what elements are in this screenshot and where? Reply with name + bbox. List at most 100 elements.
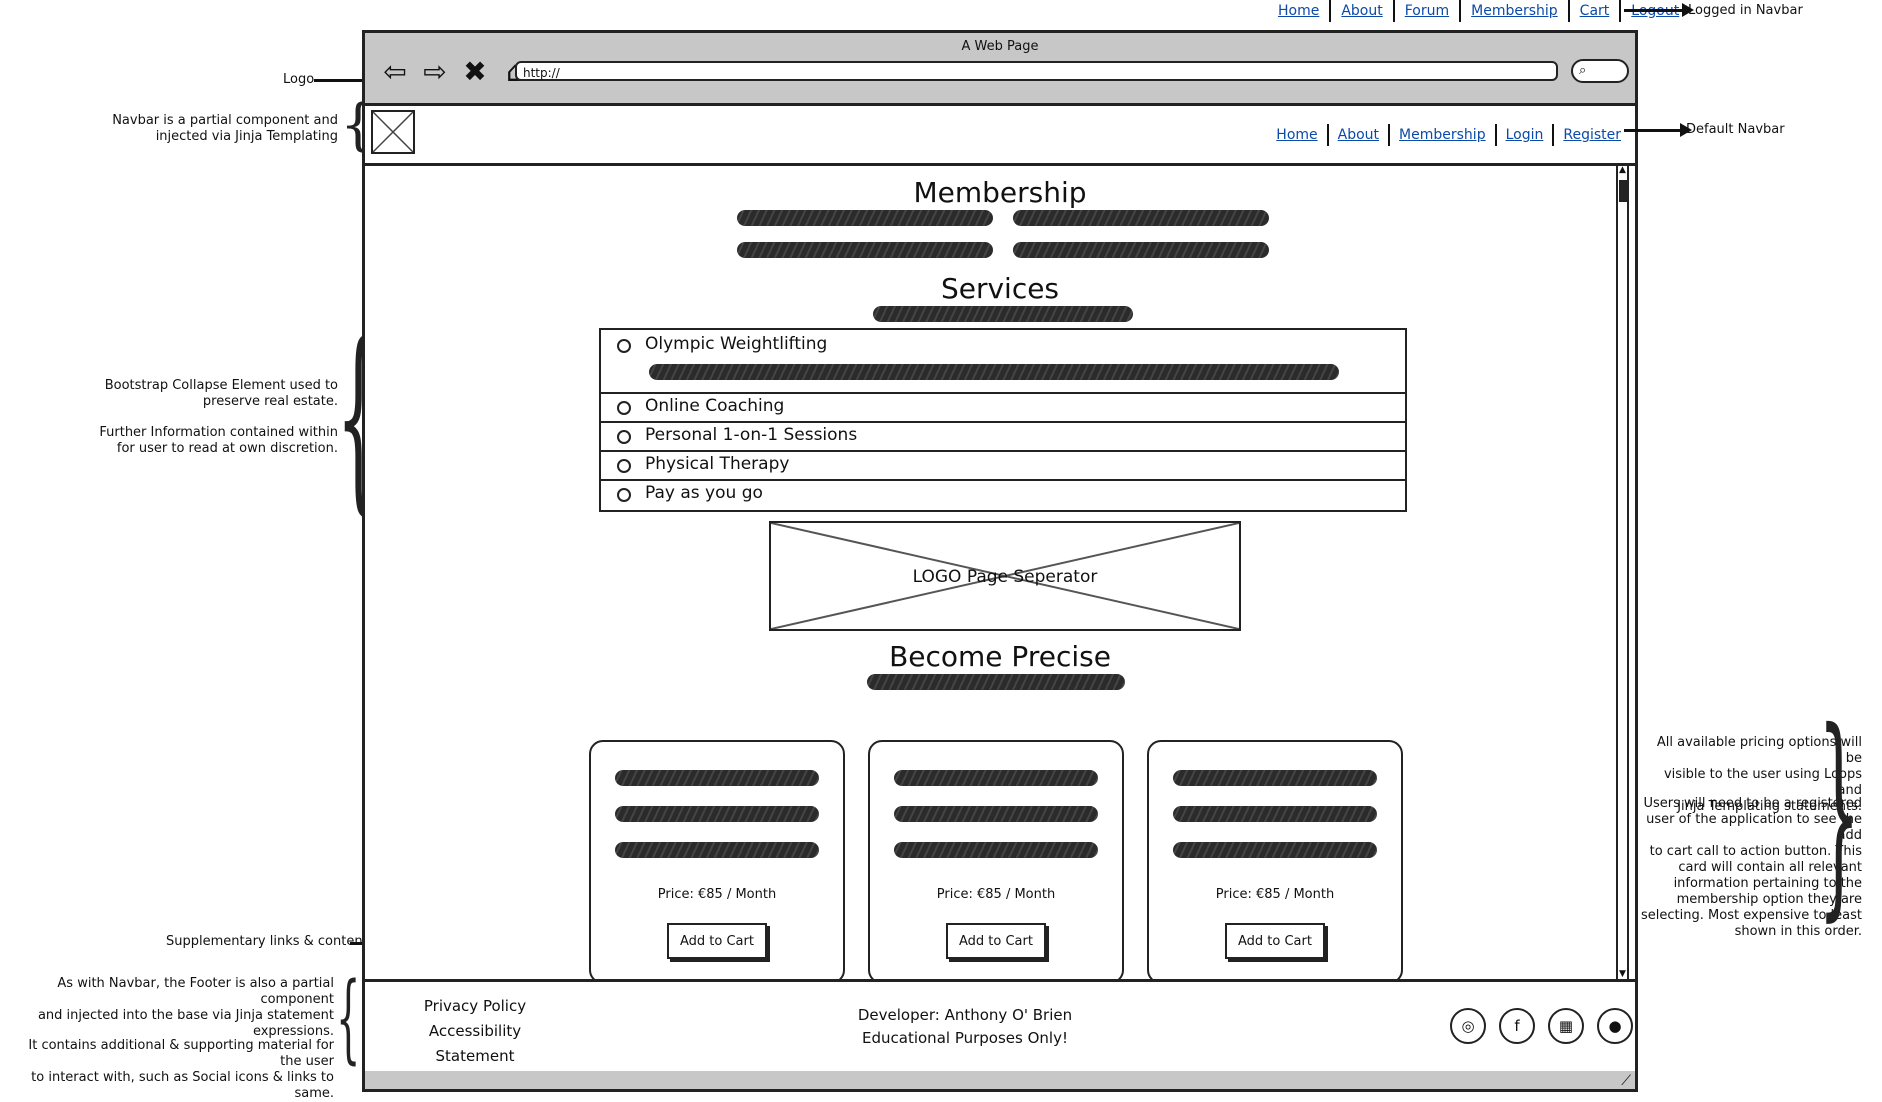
developer-name: Developer: Anthony O' Brien <box>857 1006 1073 1024</box>
service-item[interactable]: Olympic Weightlifting <box>601 330 1405 394</box>
placeholder-text <box>894 842 1098 858</box>
placeholder-text <box>1013 210 1269 226</box>
url-input[interactable]: http:// <box>515 61 1558 81</box>
logo-arrow <box>314 79 392 82</box>
purpose-text: Educational Purposes Only! <box>862 1029 1068 1047</box>
github-icon[interactable]: ● <box>1597 1008 1633 1044</box>
annotation-line: and injected into the base via Jinja sta… <box>37 1008 334 1023</box>
collapse-annotation: Bootstrap Collapse Element used to prese… <box>88 378 338 410</box>
instagram-icon[interactable]: ◎ <box>1450 1008 1486 1044</box>
placeholder-text <box>615 842 819 858</box>
logged-nav-forum-link[interactable]: Forum <box>1404 3 1450 19</box>
annotation-line: Jinja Templating statements. <box>1677 799 1862 814</box>
logged-nav-home-link[interactable]: Home <box>1278 3 1320 19</box>
placeholder-text <box>1013 242 1269 258</box>
annotation-line: for user to read at own discretion. <box>116 441 338 456</box>
annotation-brace: { <box>336 962 361 1074</box>
nav-divider <box>1494 124 1497 146</box>
radio-icon <box>617 488 631 502</box>
logged-nav-cart-link[interactable]: Cart <box>1579 3 1610 19</box>
annotation-line: to interact with, such as Social icons &… <box>31 1070 334 1101</box>
annotation-line: shown in this order. <box>1734 924 1862 939</box>
nav-divider <box>1329 0 1332 22</box>
card-price: Price: €85 / Month <box>657 887 777 902</box>
annotation-arrow <box>1624 9 1686 12</box>
add-to-cart-button[interactable]: Add to Cart <box>667 923 767 959</box>
annotation-arrow <box>1624 129 1684 132</box>
nav-home-link[interactable]: Home <box>1276 127 1318 143</box>
close-icon[interactable]: ✖ <box>463 55 487 88</box>
radio-icon <box>617 401 631 415</box>
annotation-line: As with Navbar, the Footer is also a par… <box>57 976 334 1007</box>
placeholder-text <box>615 806 819 822</box>
placeholder-text <box>649 364 1339 380</box>
browser-controls: ⇦ ⇨ ✖ ⌂ <box>379 55 531 88</box>
annotation-line: visible to the user using Loops and <box>1663 767 1862 798</box>
service-item[interactable]: Pay as you go <box>601 481 1405 508</box>
nav-divider <box>1326 124 1329 146</box>
browser-window: A Web Page ⇦ ⇨ ✖ ⌂ http:// ⌕ Home About … <box>362 30 1638 1092</box>
placeholder-text <box>615 770 819 786</box>
nav-login-link[interactable]: Login <box>1505 127 1544 143</box>
annotation-line: Navbar is a partial component and <box>112 113 338 128</box>
annotation-line: membership option they are <box>1676 892 1862 907</box>
services-heading: Services <box>940 272 1060 305</box>
membership-heading: Membership <box>913 176 1087 209</box>
scroll-down-icon[interactable]: ▼ <box>1619 969 1626 979</box>
annotation-line: Further Information contained within <box>99 425 338 440</box>
annotation-brace: { <box>1818 684 1860 940</box>
default-nav-links: Home About Membership Login Register <box>1276 124 1621 146</box>
browser-search-field[interactable]: ⌕ <box>1571 59 1629 83</box>
default-navbar: Home About Membership Login Register <box>365 106 1635 166</box>
service-label: Pay as you go <box>645 483 763 503</box>
search-icon: ⌕ <box>1579 63 1587 78</box>
placeholder-text <box>867 674 1125 690</box>
resize-handle-icon[interactable]: ⟋ <box>1621 1073 1631 1089</box>
service-item[interactable]: Personal 1-on-1 Sessions <box>601 423 1405 452</box>
image-placeholder-icon <box>372 111 414 153</box>
nav-divider <box>1392 0 1395 22</box>
nav-register-link[interactable]: Register <box>1563 127 1621 143</box>
browser-statusbar: ⟋ <box>365 1071 1635 1089</box>
nav-divider <box>1459 0 1462 22</box>
nav-about-link[interactable]: About <box>1337 127 1380 143</box>
logo-page-separator: LOGO Page Seperator <box>769 521 1241 631</box>
logo-placeholder[interactable] <box>371 110 415 154</box>
annotation-line: It contains additional & supporting mate… <box>28 1038 334 1069</box>
registered-annotation: Users will need to be a registered user … <box>1640 796 1862 940</box>
facebook-icon[interactable]: f <box>1499 1008 1535 1044</box>
add-to-cart-button[interactable]: Add to Cart <box>946 923 1046 959</box>
nav-membership-link[interactable]: Membership <box>1399 127 1486 143</box>
accessibility-statement-link[interactable]: Accessibility Statement <box>428 1022 522 1065</box>
service-item[interactable]: Online Coaching <box>601 394 1405 423</box>
logged-nav-membership-link[interactable]: Membership <box>1471 3 1558 19</box>
supplementary-annotation: Supplementary links & content <box>166 934 368 949</box>
scroll-up-icon[interactable]: ▲ <box>1619 165 1626 175</box>
scroll-thumb[interactable] <box>1619 180 1627 202</box>
pricing-card: Price: €85 / Month Add to Cart <box>589 740 845 984</box>
further-info-annotation: Further Information contained within for… <box>88 425 338 457</box>
vertical-scrollbar[interactable]: ▲ ▼ <box>1616 166 1629 979</box>
map-icon[interactable]: ▦ <box>1548 1008 1584 1044</box>
back-arrow-icon[interactable]: ⇦ <box>383 55 407 88</box>
annotation-arrowhead <box>1680 123 1692 137</box>
forward-arrow-icon[interactable]: ⇨ <box>423 55 447 88</box>
logged-nav-about-link[interactable]: About <box>1341 3 1383 19</box>
footer-content-annotation: It contains additional & supporting mate… <box>4 1038 334 1102</box>
services-collapse-list: Olympic Weightlifting Online Coaching Pe… <box>599 328 1407 512</box>
pricing-annotation: All available pricing options will be vi… <box>1640 735 1862 815</box>
nav-divider <box>1552 124 1555 146</box>
privacy-policy-link[interactable]: Privacy Policy <box>423 997 527 1015</box>
nav-divider <box>1388 124 1391 146</box>
developer-info: Developer: Anthony O' Brien Educational … <box>845 1004 1085 1050</box>
annotation-line: card will contain all relevant <box>1678 860 1862 875</box>
annotation-line: All available pricing options will be <box>1656 735 1862 766</box>
service-label: Physical Therapy <box>645 454 790 474</box>
annotation-line: to cart call to action button. This <box>1649 844 1862 859</box>
annotation-line: preserve real estate. <box>202 394 338 409</box>
service-item[interactable]: Physical Therapy <box>601 452 1405 481</box>
add-to-cart-button[interactable]: Add to Cart <box>1225 923 1325 959</box>
window-title: A Web Page <box>961 39 1039 54</box>
annotation-line: expressions. <box>252 1024 334 1039</box>
page-content: Membership Services Olympic Weightliftin… <box>365 166 1635 984</box>
